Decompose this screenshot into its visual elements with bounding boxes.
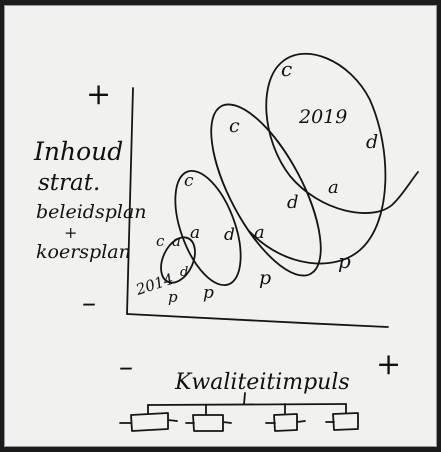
loop-4-p: p	[338, 249, 351, 273]
org-chart-bar	[147, 403, 347, 406]
loop-4-year: 2019	[298, 106, 347, 128]
flipchart-sheet	[5, 6, 436, 446]
loop-4-d: d	[366, 131, 378, 153]
pdca-loop-4: c 2019 a d p	[249, 52, 419, 273]
x-axis-plus: +	[376, 347, 401, 382]
loop-2-ellipse	[174, 169, 242, 287]
loop-1-c: c	[156, 232, 165, 250]
org-chart	[119, 392, 359, 432]
loop-1-a: a	[172, 232, 181, 250]
loop-3-ellipse	[210, 103, 322, 277]
y-axis-minus: –	[82, 286, 96, 319]
pdca-loop-2: c a d p	[174, 169, 242, 303]
pdca-loop-3: c a d p	[210, 103, 322, 289]
y-axis-label-line-3: beleidsplan	[36, 201, 147, 223]
loop-3-c: c	[229, 115, 240, 137]
loop-2-p: p	[203, 283, 214, 303]
y-axis-label-line-2: strat.	[38, 170, 100, 196]
loop-1-p: p	[168, 288, 178, 306]
loop-2-d: d	[224, 225, 235, 245]
loop-2-c: c	[184, 171, 194, 191]
loop-4-curve	[249, 52, 419, 265]
loop-1-d: d	[180, 265, 188, 280]
loop-1-ellipse	[160, 236, 196, 284]
loop-3-p: p	[259, 267, 271, 289]
loop-4-a: a	[328, 177, 339, 198]
org-chart-box-2	[185, 414, 232, 432]
org-chart-box-1	[119, 412, 178, 432]
org-chart-box-3	[265, 413, 306, 432]
loop-4-c: c	[281, 57, 292, 81]
x-axis-minus: –	[119, 350, 133, 383]
y-axis-label-line-5: koersplan	[36, 241, 131, 263]
x-axis-line	[126, 313, 389, 328]
x-axis-label: Kwaliteitimpuls	[174, 370, 350, 395]
y-axis-plus: +	[86, 77, 111, 112]
org-chart-stem	[243, 392, 246, 405]
loop-3-d: d	[287, 192, 299, 213]
y-axis-line	[126, 87, 134, 315]
loop-2-a: a	[190, 223, 200, 243]
y-axis-label-line-4: +	[64, 223, 77, 242]
loop-3-a: a	[254, 222, 265, 243]
org-chart-box-4	[325, 412, 359, 431]
y-axis-label-line-1: Inhoud	[33, 137, 123, 166]
pdca-loop-1: c a d p 2014	[133, 232, 196, 306]
